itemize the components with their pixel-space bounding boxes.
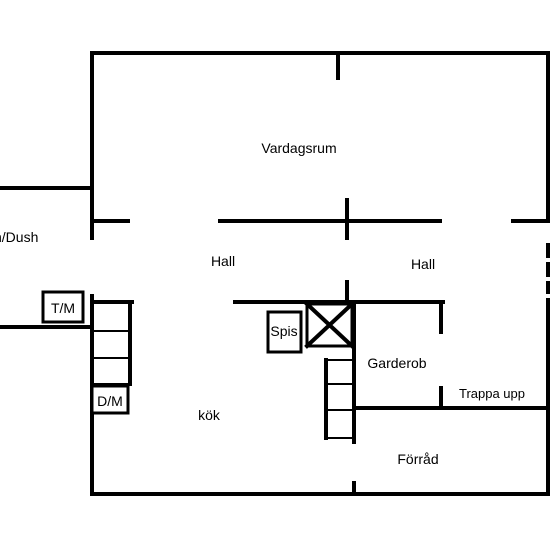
room-vardagsrum: Vardagsrum <box>261 140 336 156</box>
stair-left <box>90 300 134 386</box>
room-hall-left: Hall <box>211 253 235 269</box>
room-garderob: Garderob <box>367 355 426 371</box>
dm-box <box>90 384 130 415</box>
chimney <box>304 301 355 349</box>
spis-label: Spis <box>270 323 297 339</box>
outer-walls <box>0 51 550 496</box>
interior-walls <box>90 51 550 496</box>
dm-label: D/M <box>97 393 123 409</box>
room-forrad: Förråd <box>397 451 438 467</box>
tm-label: T/M <box>51 300 75 316</box>
tm-box <box>41 290 85 324</box>
room-trappa: Trappa upp <box>459 386 525 401</box>
stair-middle <box>324 358 352 440</box>
room-kok: kök <box>198 407 221 423</box>
room-hall-right: Hall <box>411 256 435 272</box>
spis-box <box>266 310 303 354</box>
room-bad: n/Dush <box>0 229 38 245</box>
